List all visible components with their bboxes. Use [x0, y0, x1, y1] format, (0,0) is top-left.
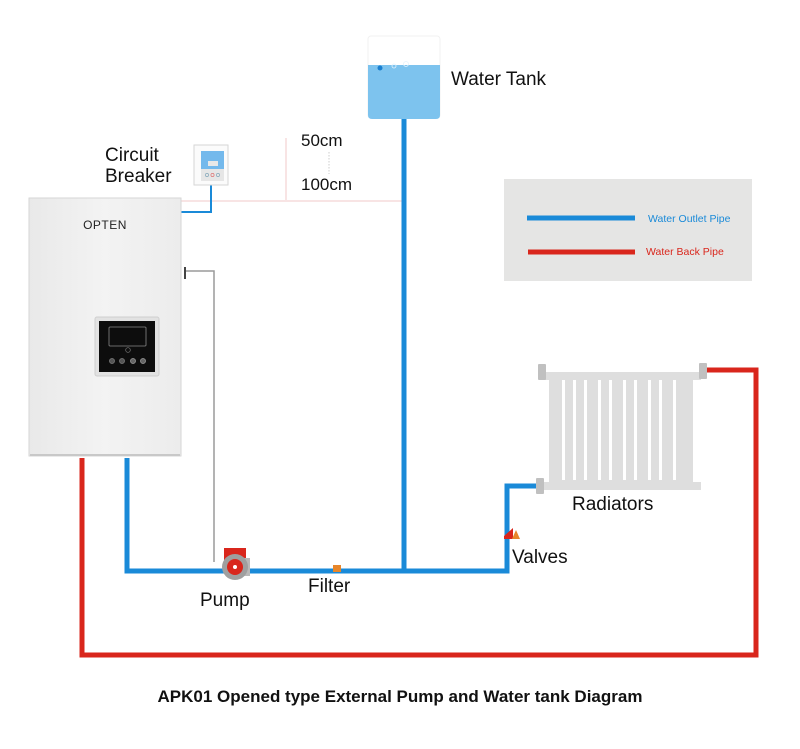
panel-button	[119, 358, 125, 364]
display-screen	[108, 326, 147, 347]
water-tank	[367, 35, 441, 119]
circuit-breaker	[193, 144, 229, 186]
panel-button	[109, 358, 115, 364]
water-back-pipe	[79, 367, 759, 658]
radiator-outlet-valve	[536, 478, 544, 494]
radiators-label: Radiators	[572, 494, 653, 515]
water-outlet-pipe	[124, 458, 540, 574]
dimension-100cm: 100cm	[301, 175, 352, 194]
dimension-50cm: 50cm	[301, 131, 343, 150]
boiler-brand: OPTEN	[83, 218, 127, 232]
circuit-breaker-label-line2: Breaker	[105, 166, 172, 187]
radiator-cap	[538, 364, 546, 380]
valves-label: Valves	[512, 547, 568, 568]
radiator-inlet-valve	[699, 363, 707, 379]
panel-button	[140, 358, 146, 364]
circuit-breaker-label-line1: Circuit	[105, 145, 160, 166]
pump-label: Pump	[200, 590, 250, 611]
filter-label: Filter	[308, 576, 351, 597]
legend-back-label: Water Back Pipe	[646, 246, 724, 258]
pump	[222, 548, 250, 580]
valve	[504, 528, 520, 539]
radiator	[536, 363, 707, 494]
water-tank-label: Water Tank	[451, 69, 547, 90]
control-panel	[94, 316, 160, 377]
electric-boiler: OPTEN	[28, 197, 186, 457]
pump-control-wire	[186, 270, 215, 562]
diagram-title: APK01 Opened type External Pump and Wate…	[158, 687, 643, 706]
legend: Water Outlet Pipe Water Back Pipe	[504, 179, 752, 281]
legend-outlet-label: Water Outlet Pipe	[648, 213, 731, 225]
boiler-side-connector	[184, 267, 186, 279]
filter	[333, 565, 341, 572]
panel-button	[130, 358, 136, 364]
